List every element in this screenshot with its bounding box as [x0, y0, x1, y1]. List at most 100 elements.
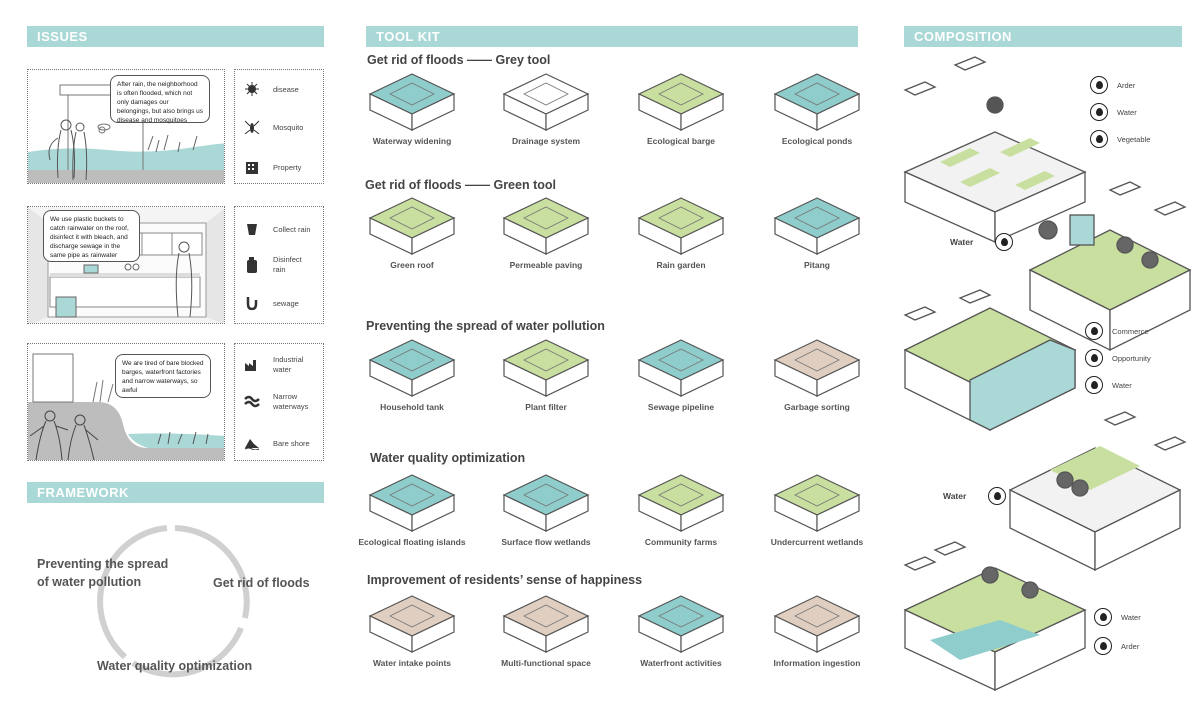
isometric-block-icon: [773, 595, 861, 653]
issue-scene-flood: After rain, the neighborhood is often fl…: [27, 69, 225, 184]
tool-card: Community farms: [621, 469, 741, 547]
tool-caption: Multi-functional space: [501, 658, 591, 668]
tool-caption: Waterway widening: [372, 136, 452, 146]
framework-quality: Water quality optimization: [97, 659, 253, 673]
isometric-block-icon: [502, 339, 590, 397]
building-icon: [241, 159, 263, 175]
vegetable-icon: [1090, 130, 1108, 148]
composition-header: COMPOSITION: [904, 26, 1182, 47]
legend-item: disease: [241, 81, 299, 97]
tool-card: Ecological ponds: [757, 68, 877, 146]
legend-item: Disinfect rain: [241, 255, 321, 275]
briefcase-icon: [1085, 349, 1103, 367]
basket-icon: [1085, 322, 1103, 340]
issue-quote: We are tired of bare blocked barges, wat…: [115, 354, 211, 398]
tool-card: Multi-functional space: [486, 590, 606, 668]
comp-item: Arder: [1090, 76, 1135, 94]
tool-card: Surface flow wetlands: [486, 469, 606, 547]
isometric-block-icon: [637, 339, 725, 397]
isometric-block-icon: [368, 73, 456, 131]
tool-card: Plant filter: [486, 334, 606, 412]
shore-icon: [241, 435, 263, 451]
toolkit-row-title: Preventing the spread of water pollution: [366, 319, 605, 333]
legend-item: sewage: [241, 295, 299, 311]
isometric-block-icon: [368, 595, 456, 653]
tool-card: Sewage pipeline: [621, 334, 741, 412]
framework-ring: [97, 525, 250, 678]
tool-card: Waterfront activities: [621, 590, 741, 668]
comp-item: Arder: [1094, 637, 1139, 655]
framework-floods: Get rid of floods: [213, 576, 310, 590]
isometric-block-icon: [368, 474, 456, 532]
tool-caption: Undercurrent wetlands: [770, 537, 864, 547]
tool-caption: Ecological floating islands: [358, 537, 466, 547]
water-drop-icon: [1085, 376, 1103, 394]
comp-item: Water: [950, 233, 1022, 251]
isometric-block-icon: [637, 474, 725, 532]
tool-card: Ecological barge: [621, 68, 741, 146]
isometric-block-icon: [773, 339, 861, 397]
water-drop-icon: [1094, 608, 1112, 626]
toolkit-row-title: Get rid of floods —— Grey tool: [367, 53, 551, 67]
tool-caption: Ecological ponds: [781, 136, 853, 146]
tool-card: Pitang: [757, 192, 877, 270]
tool-card: Undercurrent wetlands: [757, 469, 877, 547]
tool-caption: Sewage pipeline: [647, 402, 715, 412]
isometric-block-icon: [502, 197, 590, 255]
legend-label: Narrow waterways: [273, 392, 309, 411]
tool-card: Information ingestion: [757, 590, 877, 668]
people-icon: [1094, 637, 1112, 655]
legend-item: Mosquito: [241, 119, 303, 135]
tool-caption: Plant filter: [525, 402, 567, 412]
comp-item: Commerce: [1085, 322, 1149, 340]
pipe-icon: [241, 295, 263, 311]
legend-item: Property: [241, 159, 301, 175]
legend-label: Mosquito: [273, 122, 304, 132]
water-drop-icon: [1090, 103, 1108, 121]
toolkit-row-title: Improvement of residents’ sense of happi…: [367, 573, 643, 587]
tool-card: Household tank: [352, 334, 472, 412]
legend-label: sewage: [273, 298, 299, 308]
comp-item: Water: [1085, 376, 1132, 394]
issues-header: ISSUES: [27, 26, 324, 47]
bottle-icon: [241, 257, 263, 273]
framework-header: FRAMEWORK: [27, 482, 324, 503]
isometric-block-icon: [637, 73, 725, 131]
issue-scene-shore: We are tired of bare blocked barges, wat…: [27, 343, 225, 461]
flood-scene-illustration: [28, 84, 224, 183]
isometric-block-icon: [773, 474, 861, 532]
isometric-block-icon: [502, 595, 590, 653]
isometric-block-icon: [502, 73, 590, 131]
isometric-block-icon: [637, 197, 725, 255]
virus-icon: [241, 81, 263, 97]
legend-item: Collect rain: [241, 221, 311, 237]
tool-caption: Pitang: [804, 260, 830, 270]
legend-item: Industrial water: [241, 355, 321, 375]
tool-caption: Water intake points: [372, 658, 452, 668]
tool-caption: Rain garden: [656, 260, 706, 270]
legend-item: Narrow waterways: [241, 392, 321, 412]
factory-icon: [241, 357, 263, 373]
tool-card: Water intake points: [352, 590, 472, 668]
comp-item: Water: [1094, 608, 1141, 626]
comp-item: Vegetable: [1090, 130, 1150, 148]
tool-caption: Surface flow wetlands: [501, 537, 591, 547]
bucket-icon: [241, 221, 263, 237]
tool-caption: Community farms: [644, 537, 718, 547]
legend-item: Bare shore: [241, 435, 310, 451]
tool-caption: Green roof: [390, 260, 434, 270]
composition-illustrations: [903, 56, 1192, 692]
legend-label: Property: [273, 162, 302, 172]
framework-pollution: Preventing the spread of water pollution: [37, 557, 169, 589]
shore-scene-illustration: [28, 353, 224, 460]
tool-card: Drainage system: [486, 68, 606, 146]
legend-label: Disinfect rain: [273, 255, 302, 274]
tool-card: Green roof: [352, 192, 472, 270]
waterway-icon: [241, 394, 263, 410]
issue-scene-kitchen: We use plastic buckets to catch rainwate…: [27, 206, 225, 324]
comp-item: Water: [943, 487, 1015, 505]
isometric-block-icon: [368, 339, 456, 397]
toolkit-row-title: Get rid of floods —— Green tool: [365, 178, 556, 192]
tool-card: Permeable paving: [486, 192, 606, 270]
isometric-block-icon: [368, 197, 456, 255]
